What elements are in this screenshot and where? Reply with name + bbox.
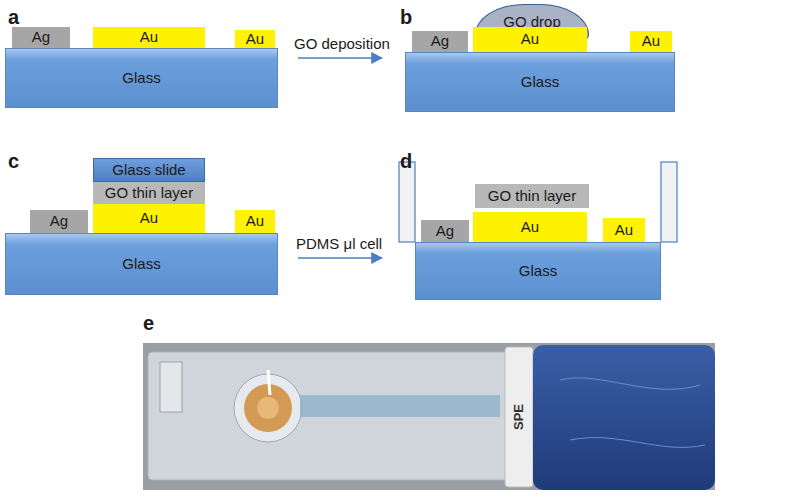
gold-electrode: Au	[235, 30, 275, 49]
layer-label: Glass	[521, 74, 559, 91]
layer-label: Au	[521, 31, 539, 48]
gold-electrode-photo	[244, 384, 292, 432]
glass-substrate: Glass	[5, 48, 278, 108]
process-arrow	[298, 257, 382, 259]
silver-electrode: Ag	[12, 27, 70, 48]
pdms-wall	[399, 162, 415, 242]
glass-slide-photo	[148, 352, 508, 480]
electrode-center	[257, 397, 279, 419]
gold-electrode: Au	[93, 204, 205, 233]
cable-connector	[533, 345, 715, 490]
glass-slide: Glass slide	[93, 158, 205, 182]
silver-electrode: Ag	[30, 210, 88, 233]
layer-label: Ag	[431, 33, 449, 50]
gold-electrode: Au	[93, 27, 205, 48]
step-label: PDMS μl cell	[296, 236, 382, 253]
layer-label: Glass	[122, 70, 160, 87]
slide-marking	[160, 362, 182, 412]
gold-electrode: Au	[473, 212, 587, 242]
go-layer: GO thin layer	[93, 182, 205, 204]
layer-label: Ag	[436, 223, 454, 240]
gold-electrode: Au	[630, 31, 672, 52]
layer-label: GO thin layer	[488, 188, 576, 205]
panel-letter: c	[8, 150, 19, 172]
gold-electrode: Au	[603, 218, 645, 242]
glass-substrate: Glass	[405, 52, 675, 112]
cable-scratches	[560, 378, 705, 447]
device-photo	[143, 343, 715, 490]
go-layer: GO thin layer	[475, 184, 589, 208]
panel-letter: b	[400, 6, 412, 28]
process-arrow	[298, 57, 382, 59]
silver-electrode: Ag	[412, 31, 468, 52]
step-label: GO deposition	[294, 36, 390, 53]
layer-label: Au	[246, 213, 264, 230]
glass-substrate: Glass	[415, 242, 661, 300]
layer-label: Glass	[122, 256, 160, 273]
device-label: SPE	[512, 404, 526, 430]
connector-band	[505, 347, 533, 487]
layer-label: Au	[140, 29, 158, 46]
layer-label: Au	[615, 222, 633, 239]
connector-trace	[300, 395, 500, 417]
gold-electrode: Au	[235, 210, 275, 233]
glass-substrate: Glass	[5, 233, 278, 295]
gold-electrode: Au	[473, 27, 587, 52]
reflection	[268, 370, 270, 395]
panel-letter: a	[8, 6, 19, 28]
layer-label: GO thin layer	[105, 185, 193, 202]
panel-letter: e	[143, 312, 154, 334]
pdms-wall	[661, 162, 677, 242]
layer-label: Au	[246, 31, 264, 48]
panel-letter: d	[400, 150, 412, 172]
photo-ground	[143, 343, 715, 490]
layer-label: Glass slide	[112, 162, 185, 179]
layer-label: Au	[521, 219, 539, 236]
layer-label: Au	[140, 210, 158, 227]
layer-label: Ag	[50, 213, 68, 230]
layer-label: Glass	[519, 263, 557, 280]
layer-label: Au	[642, 33, 660, 50]
layer-label: Ag	[32, 29, 50, 46]
silver-electrode: Ag	[421, 220, 469, 242]
